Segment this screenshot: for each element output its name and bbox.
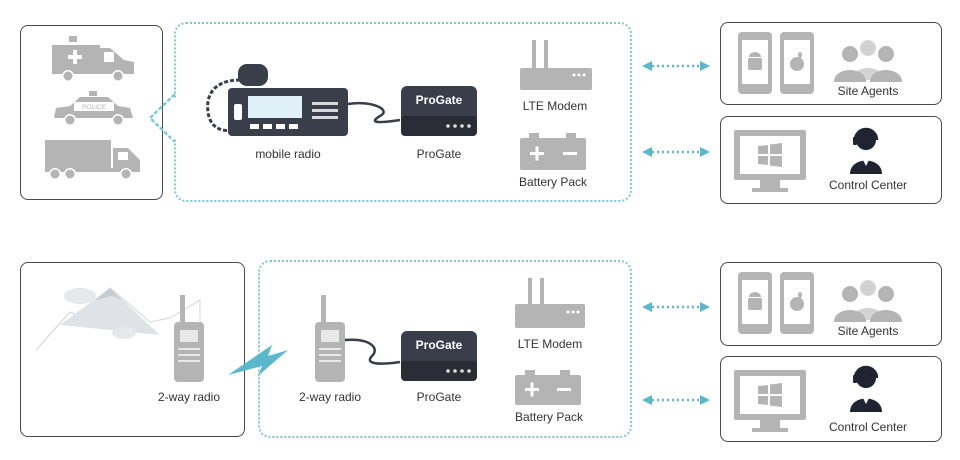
walkie-talkie-icon xyxy=(315,295,345,382)
mobile-radio-icon xyxy=(206,64,348,136)
progate-brand: ProGate xyxy=(416,338,463,352)
site-agents-label: Site Agents xyxy=(837,84,899,98)
top-zone-notch xyxy=(148,93,176,143)
battery-pack-label: Battery Pack xyxy=(514,410,584,424)
field-panel xyxy=(20,262,245,437)
radio-cable xyxy=(347,101,401,124)
operator-headset-icon xyxy=(850,365,882,412)
battery-pack-icon xyxy=(515,370,581,405)
agents-group-icon xyxy=(834,280,902,322)
mountain-icon xyxy=(35,287,201,351)
monitor-windows-icon xyxy=(734,130,806,192)
lte-modem-label: LTE Modem xyxy=(517,337,583,351)
progate-label: ProGate xyxy=(416,390,462,404)
mobile-radio-label: mobile radio xyxy=(255,147,321,161)
control-center-label: Control Center xyxy=(828,178,908,192)
android-phone-icon xyxy=(738,32,772,94)
progate-device-icon: ProGate xyxy=(401,331,477,381)
progate-label: ProGate xyxy=(416,147,462,161)
site-agents-label: Site Agents xyxy=(837,324,899,338)
double-arrow xyxy=(642,147,710,157)
apple-phone-icon xyxy=(780,32,814,94)
double-arrow xyxy=(642,395,710,405)
police-car-icon: POLICE xyxy=(54,91,133,126)
lte-modem-icon xyxy=(520,40,592,90)
apple-phone-icon xyxy=(780,272,814,334)
progate-brand: ProGate xyxy=(416,93,463,107)
lightning-bolt-icon xyxy=(228,345,288,376)
two-way-radio-outside-label: 2-way radio xyxy=(157,390,221,404)
monitor-windows-icon xyxy=(734,370,806,432)
lte-modem-label: LTE Modem xyxy=(522,99,588,113)
two-way-radio-inside-label: 2-way radio xyxy=(298,390,362,404)
battery-pack-icon xyxy=(520,133,586,170)
walkie-talkie-icon xyxy=(174,295,204,382)
bottom-gateway-zone xyxy=(258,260,632,438)
android-phone-icon xyxy=(738,272,772,334)
truck-icon xyxy=(45,140,140,180)
agents-group-icon xyxy=(834,40,902,82)
control-center-label: Control Center xyxy=(828,420,908,434)
progate-device-icon: ProGate xyxy=(401,86,477,136)
battery-pack-label: Battery Pack xyxy=(518,175,588,189)
operator-headset-icon xyxy=(850,127,882,174)
double-arrow xyxy=(642,302,710,312)
lte-modem-icon xyxy=(515,278,585,328)
police-text: POLICE xyxy=(82,104,107,111)
double-arrow xyxy=(642,61,710,71)
radio-cable xyxy=(344,338,401,365)
ambulance-icon xyxy=(52,36,134,82)
